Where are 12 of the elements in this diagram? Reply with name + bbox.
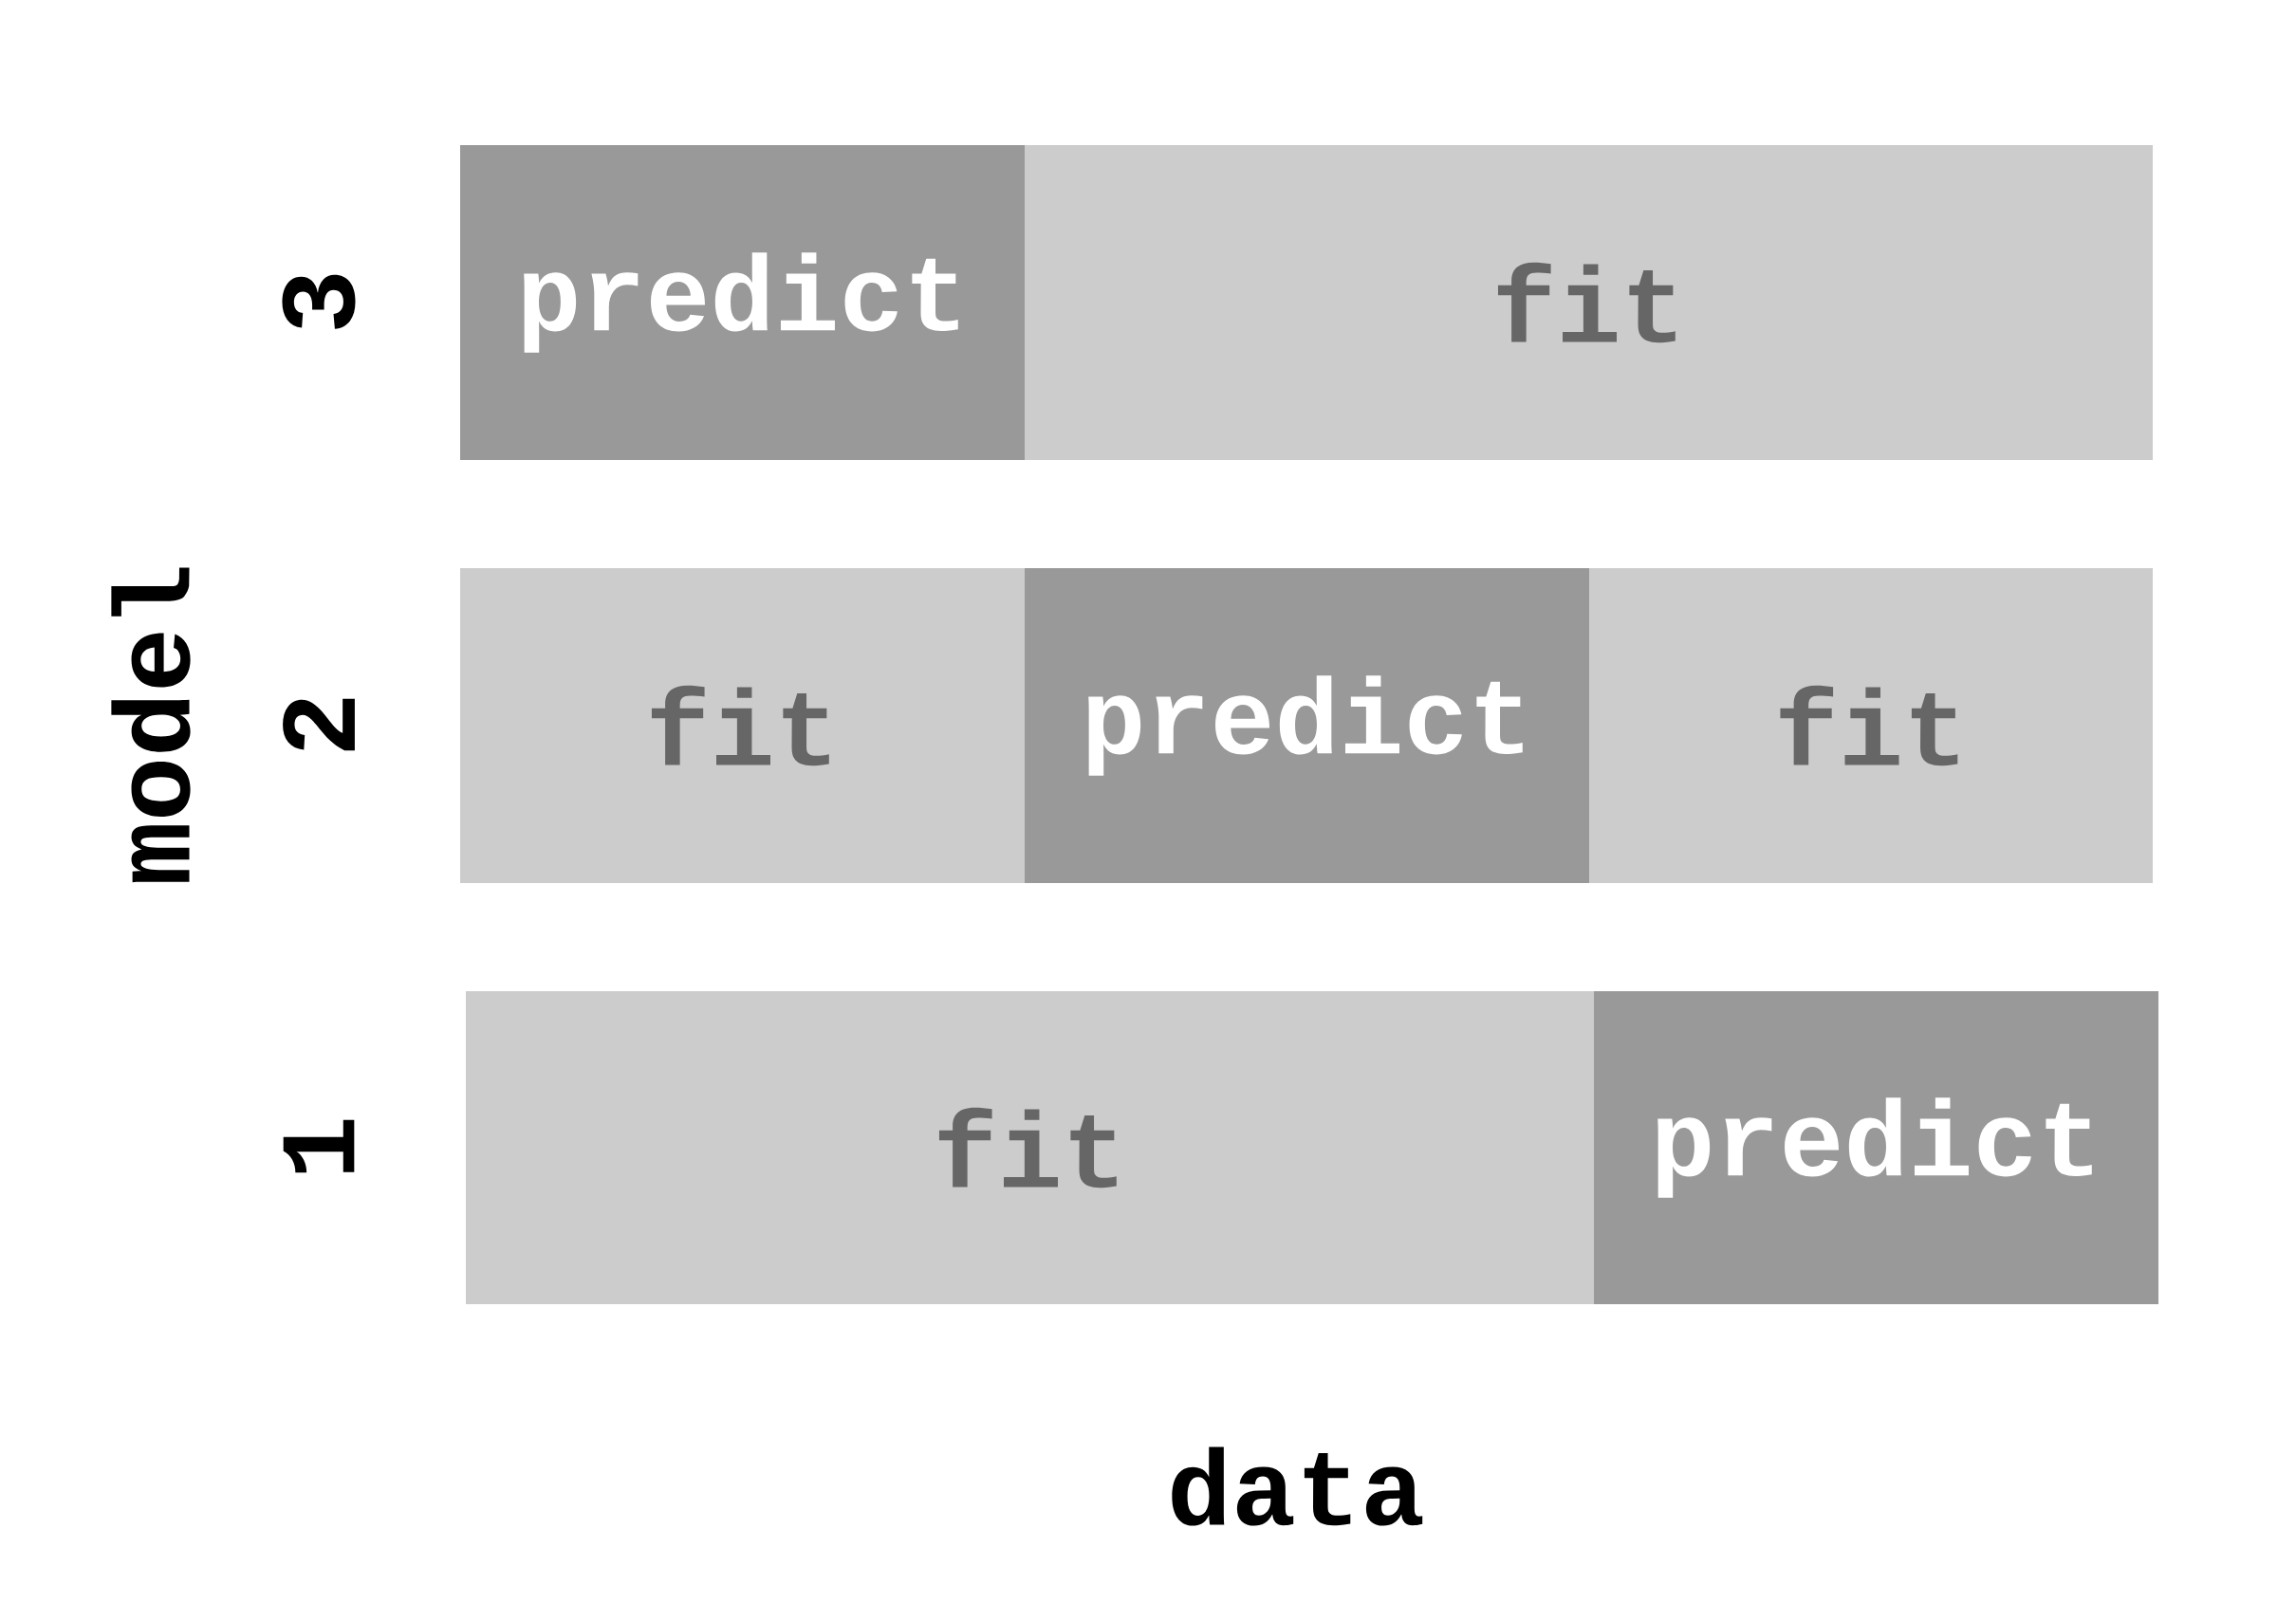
tick-label: 3	[282, 274, 356, 329]
data-segment: predict	[460, 145, 1025, 460]
data-segment: predict	[1594, 991, 2159, 1304]
data-segment: predict	[1025, 568, 1590, 883]
data-segment: fit	[1025, 145, 2153, 460]
axis-title: model	[111, 567, 191, 883]
tick-label: 2	[283, 698, 355, 751]
data-segment: fit	[1589, 568, 2153, 883]
axis-title: data	[1172, 1446, 1423, 1526]
tick-label: 1	[283, 1119, 355, 1173]
data-segment: fit	[466, 991, 1595, 1304]
data-segment: fit	[460, 568, 1025, 883]
